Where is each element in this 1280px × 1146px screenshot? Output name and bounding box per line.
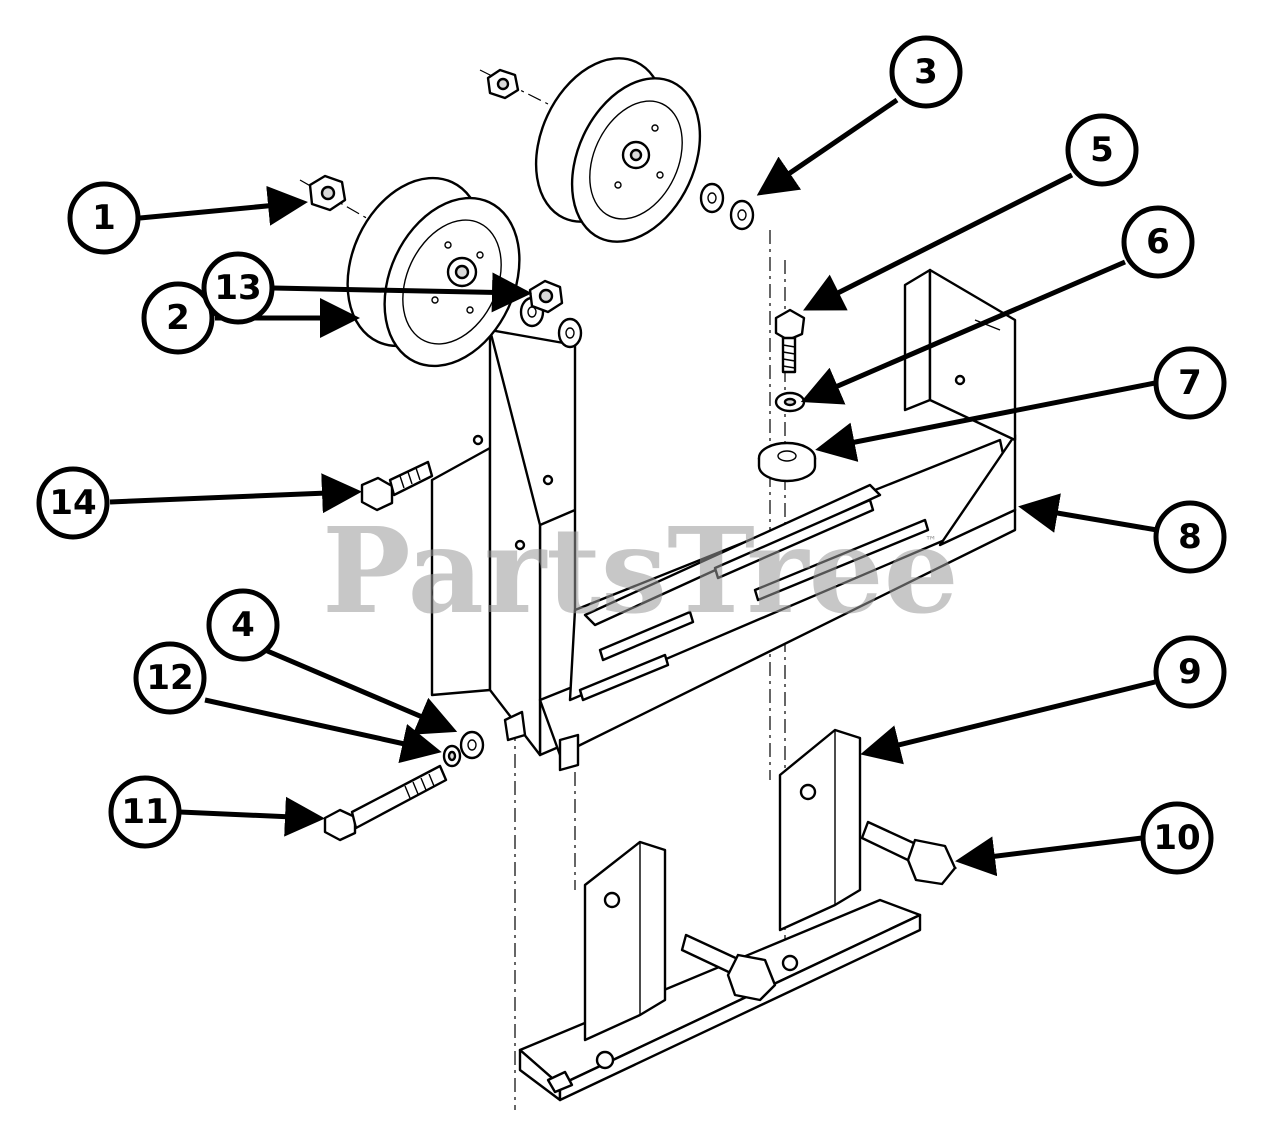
washer-6: [774, 391, 806, 413]
washer-7: [757, 441, 817, 483]
main-bracket: [430, 268, 1017, 772]
callout-2-label: 2: [166, 298, 190, 338]
leader-14: [109, 473, 362, 514]
callout-4[interactable]: 4: [206, 588, 280, 662]
callout-7[interactable]: 7: [1153, 346, 1227, 420]
callout-13[interactable]: 13: [201, 251, 275, 325]
callout-3-label: 3: [914, 52, 938, 92]
callout-1-label: 1: [92, 198, 116, 238]
callout-9-label: 9: [1178, 652, 1202, 692]
leader-7: [815, 380, 1156, 462]
callout-13-label: 13: [214, 268, 261, 308]
callout-1[interactable]: 1: [67, 181, 141, 255]
right-pulley: [534, 57, 702, 243]
callout-6-label: 6: [1146, 222, 1170, 262]
nut-1: [308, 174, 347, 212]
lower-bolt: [680, 933, 777, 1002]
callout-12-label: 12: [146, 658, 193, 698]
right-lower-bolt: [860, 820, 957, 886]
washer-4: [459, 730, 485, 760]
bolt-14: [360, 460, 434, 512]
washer-pair-right: [699, 182, 755, 231]
leader-lines: [109, 97, 1158, 877]
leader-10: [955, 835, 1143, 877]
watermark: PartsTree ™: [322, 501, 959, 640]
leader-8: [1018, 493, 1158, 533]
callout-9[interactable]: 9: [1153, 635, 1227, 709]
callout-10[interactable]: 10: [1140, 801, 1214, 875]
leader-6: [800, 259, 1126, 405]
leader-11: [179, 796, 325, 837]
top-nut: [486, 68, 520, 100]
bolt-5: [774, 308, 806, 374]
leader-4: [264, 647, 458, 735]
nut-13: [528, 279, 564, 314]
callout-4-label: 4: [231, 605, 255, 645]
callout-8[interactable]: 8: [1153, 500, 1227, 574]
callout-8-label: 8: [1178, 517, 1202, 557]
callout-10-label: 10: [1153, 818, 1200, 858]
lower-base-plate: [518, 898, 922, 1102]
right-lower-bracket: [778, 728, 862, 932]
callout-2[interactable]: 2: [141, 281, 215, 355]
leader-3: [756, 97, 899, 196]
leader-13: [272, 272, 532, 313]
leader-9: [860, 679, 1156, 765]
leader-12: [204, 697, 442, 764]
callout-14-label: 14: [49, 483, 96, 523]
bolt-11: [323, 764, 448, 842]
leader-5: [803, 172, 1074, 311]
callout-5-label: 5: [1090, 130, 1114, 170]
callout-14[interactable]: 14: [36, 466, 110, 540]
callout-11[interactable]: 11: [108, 775, 182, 849]
callout-7-label: 7: [1178, 363, 1202, 403]
callouts: 1 2 3 4 5 6 7 8: [36, 35, 1227, 875]
callout-5[interactable]: 5: [1065, 113, 1139, 187]
callout-11-label: 11: [121, 792, 168, 832]
watermark-trademark: ™: [925, 534, 937, 548]
leader-1: [139, 185, 308, 226]
callout-6[interactable]: 6: [1121, 205, 1195, 279]
lower-left-bracket: [583, 840, 667, 1042]
lockwasher-12: [442, 744, 462, 768]
left-pulley: [346, 176, 521, 368]
callout-3[interactable]: 3: [889, 35, 963, 109]
callout-12[interactable]: 12: [133, 641, 207, 715]
watermark-text: PartsTree: [322, 501, 959, 640]
